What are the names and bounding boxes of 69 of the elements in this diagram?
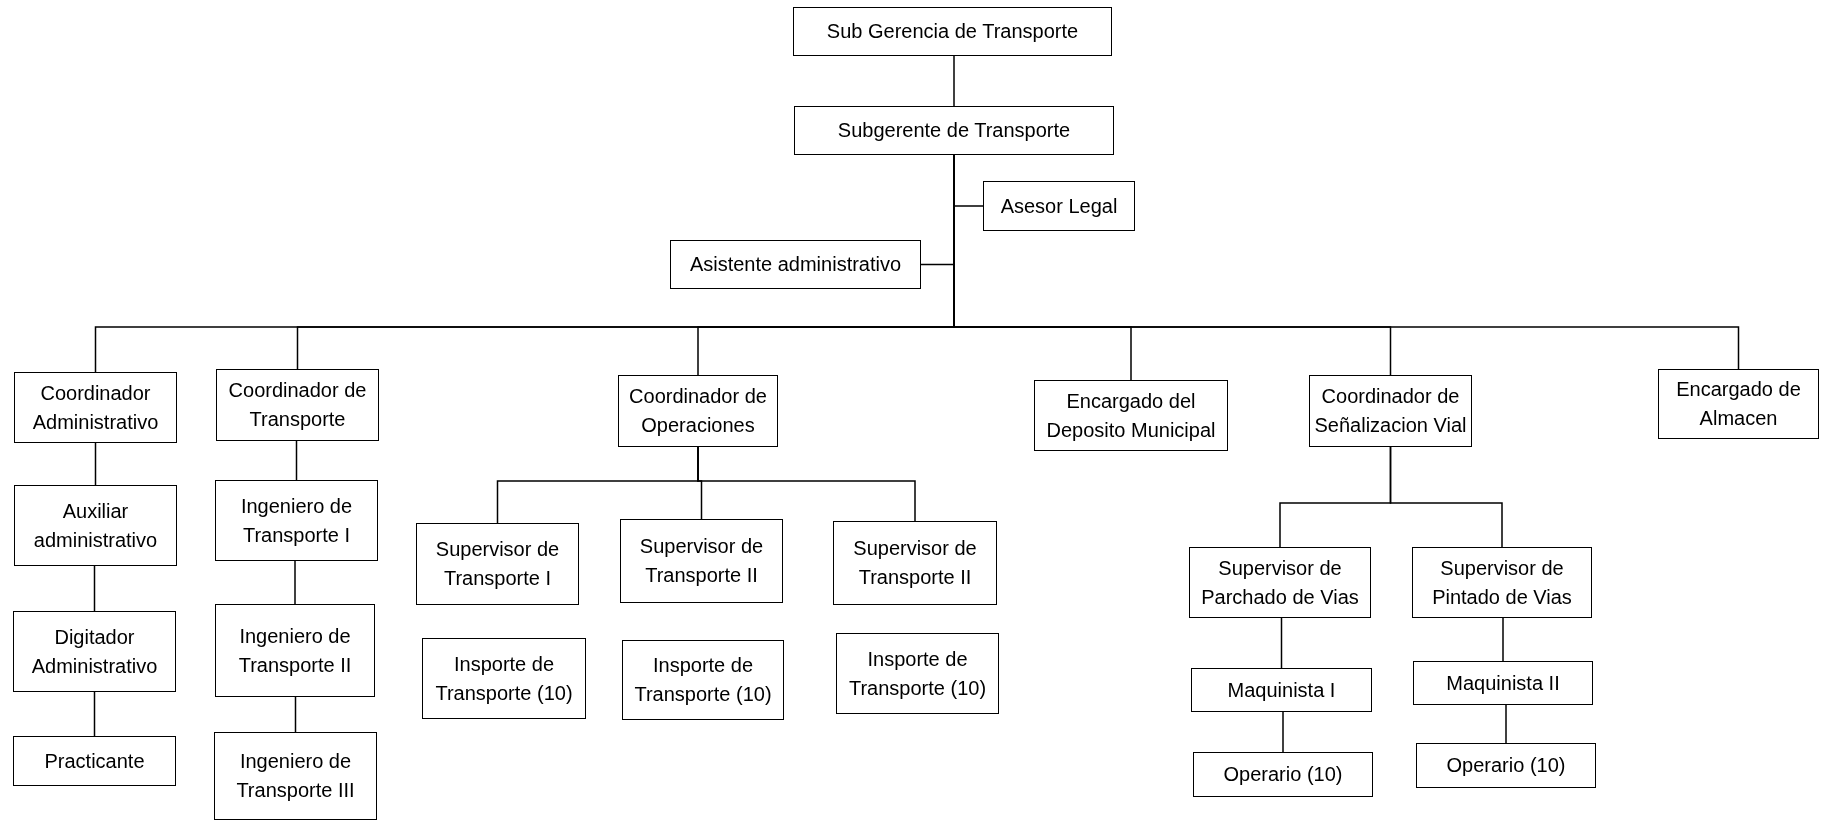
position-title: Supervisor de Parchado de Vias [1200,555,1360,610]
connector-line [94,442,97,486]
position-title: Maquinista II [1446,670,1560,696]
position-title: Subgerente de Transporte [837,118,1071,143]
connector-line [953,55,955,107]
position-box [793,7,1112,56]
connector-line [93,691,96,737]
position-box [670,240,921,289]
position-box [1658,369,1819,439]
position-box [14,485,177,566]
position-title: Coordinador de Transporte [227,378,368,432]
position-title: Supervisor de Transporte I [434,537,561,591]
connector-line [295,440,298,481]
connector-line [294,560,296,605]
position-title: Ingeniero de Transporte I [239,493,354,548]
position-title: Asistente administrativo [689,252,902,277]
position-box [215,604,375,697]
position-box [1412,547,1592,618]
position-title: Operario (10) [1446,753,1566,778]
position-title: Supervisor de Transporte II [638,534,765,588]
position-title: Insporte de Transporte (10) [434,651,574,706]
position-title: Encargado del Deposito Municipal [1045,388,1217,443]
position-title: Ingeniero de Transporte III [235,749,356,803]
position-box [794,106,1114,155]
position-title: Supervisor de Transporte II [852,536,978,590]
connector-line [93,565,96,612]
position-box [1193,752,1373,797]
position-box [833,521,997,605]
position-title: Digitador Administrativo [30,624,159,679]
position-box [622,640,784,720]
connector-line [294,696,297,733]
position-box [836,633,999,714]
position-box [1413,661,1593,705]
position-title: Coordinador de Operaciones [628,384,768,438]
position-title: Asesor Legal [1000,193,1118,219]
position-title: Supervisor de Pintado de Vias [1431,555,1573,610]
position-box [416,523,579,605]
position-box [618,375,778,447]
position-title: Auxiliar administrativo [32,498,159,553]
position-title: Insporte de Transporte (10) [633,653,773,707]
position-box [1416,743,1596,788]
position-box [422,638,586,719]
position-title: Coordinador Administrativo [31,380,160,435]
position-title: Encargado de Almacen [1675,377,1802,431]
position-title: Insporte de Transporte (10) [847,646,988,701]
position-title: Coordinador de Señalizacion Vial [1314,384,1467,438]
connector-line [697,446,916,522]
position-box [216,369,379,441]
position-box [1309,375,1472,447]
position-box [1191,668,1372,712]
position-box [620,519,783,603]
position-title: Ingeniero de Transporte II [237,623,353,678]
position-box [983,181,1135,231]
position-box [215,480,378,561]
position-title: Sub Gerencia de Transporte [826,19,1079,44]
connector-line [1280,617,1283,669]
position-box [214,732,377,820]
position-box [14,372,177,443]
connector-line [1282,711,1284,753]
position-box [1034,380,1228,451]
connector-line [1389,446,1503,548]
position-box [1189,547,1371,618]
position-box [13,736,176,786]
position-title: Operario (10) [1223,762,1343,787]
connector-line [1502,617,1504,662]
position-title: Maquinista I [1227,677,1336,703]
position-box [13,611,176,692]
position-title: Practicante [44,748,145,774]
connector-line [1505,704,1507,744]
